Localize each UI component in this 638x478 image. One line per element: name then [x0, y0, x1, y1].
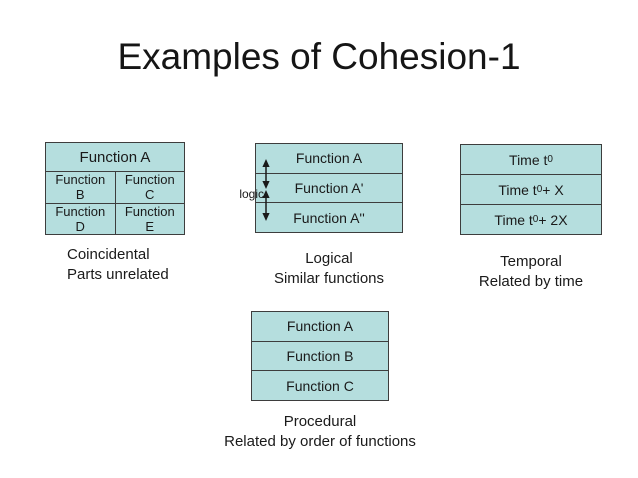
- procedural-box: Function A Function B Function C: [251, 311, 389, 401]
- logical-caption: Logical Similar functions: [245, 249, 413, 289]
- coincidental-caption-line2: Parts unrelated: [67, 266, 169, 283]
- procedural-row: Function A: [286, 318, 354, 335]
- temporal-row-suffix: + 2X: [538, 211, 568, 228]
- coincidental-cell: Function C: [115, 172, 184, 203]
- procedural-row: Function C: [252, 370, 388, 400]
- logical-row: Function A': [256, 172, 402, 203]
- coincidental-caption-line1: Coincidental: [67, 246, 150, 263]
- procedural-caption: Procedural Related by order of functions: [193, 412, 447, 452]
- coincidental-cell: Function D: [46, 203, 115, 234]
- procedural-caption-line1: Procedural: [283, 413, 357, 430]
- logical-caption-line1: Logical: [305, 250, 353, 267]
- coincidental-header-cell: Function A: [46, 143, 184, 171]
- temporal-row-suffix: + X: [542, 181, 564, 198]
- logical-box: Function A Function A' Function A'': [255, 143, 403, 233]
- temporal-caption-line2: Related by time: [478, 273, 584, 290]
- temporal-row-text: Time t: [494, 211, 533, 228]
- temporal-row-text: Time t: [498, 181, 537, 198]
- coincidental-cell: Function B: [46, 172, 115, 203]
- logic-label: logic: [239, 187, 264, 201]
- logic-double-arrow-icon: [262, 159, 270, 221]
- coincidental-caption: Coincidental Parts unrelated: [67, 245, 227, 285]
- logical-row: Function A'': [256, 202, 402, 232]
- temporal-caption-line1: Temporal: [500, 253, 562, 270]
- coincidental-cell: Function E: [115, 203, 184, 234]
- procedural-row: Function B: [252, 340, 388, 371]
- slide-title: Examples of Cohesion-1: [117, 36, 521, 77]
- logical-caption-line2: Similar functions: [273, 270, 385, 287]
- logical-row: Function A: [295, 150, 363, 167]
- temporal-caption: Temporal Related by time: [443, 252, 619, 292]
- coincidental-table: Function A Function B Function C Functio…: [45, 142, 185, 235]
- coincidental-header-label: Function A: [79, 148, 151, 166]
- temporal-row-text: Time t: [509, 151, 548, 168]
- procedural-caption-line2: Related by order of functions: [224, 433, 416, 450]
